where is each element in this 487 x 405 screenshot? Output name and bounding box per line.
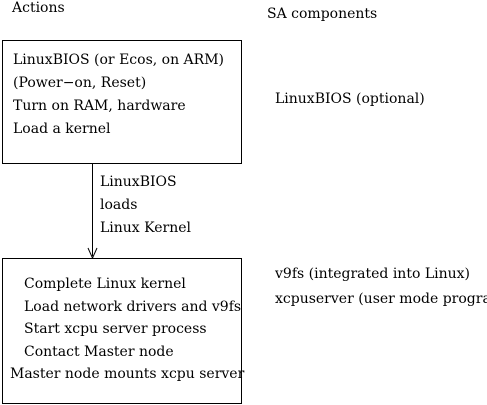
component-v9fs: v9fs (integrated into Linux) <box>275 266 470 282</box>
arrow-label-line: LinuxBIOS <box>100 174 177 190</box>
kernel-action-line: Master node mounts xcpu server <box>10 366 245 382</box>
arrow-label-line: Linux Kernel <box>100 220 191 236</box>
arrow-label-line: loads <box>100 197 138 213</box>
kernel-action-line: Contact Master node <box>24 344 174 360</box>
kernel-actions-box: Complete Linux kernel Load network drive… <box>2 258 245 404</box>
boot-action-line: Turn on RAM, hardware <box>13 98 186 114</box>
kernel-action-line: Load network drivers and v9fs <box>24 299 242 315</box>
component-linuxbios: LinuxBIOS (optional) <box>275 91 425 107</box>
boot-action-line: (Power−on, Reset) <box>13 75 147 91</box>
component-xcpuserver: xcpuserver (user mode program) <box>275 291 487 307</box>
boot-action-line: LinuxBIOS (or Ecos, on ARM) <box>13 52 224 68</box>
boot-action-line: Load a kernel <box>13 121 111 137</box>
kernel-action-line: Start xcpu server process <box>24 321 207 337</box>
sa-components-header: SA components <box>267 6 378 22</box>
boot-actions-box: LinuxBIOS (or Ecos, on ARM) (Power−on, R… <box>2 40 242 164</box>
actions-header: Actions <box>12 0 65 16</box>
kernel-action-line: Complete Linux kernel <box>24 276 186 292</box>
